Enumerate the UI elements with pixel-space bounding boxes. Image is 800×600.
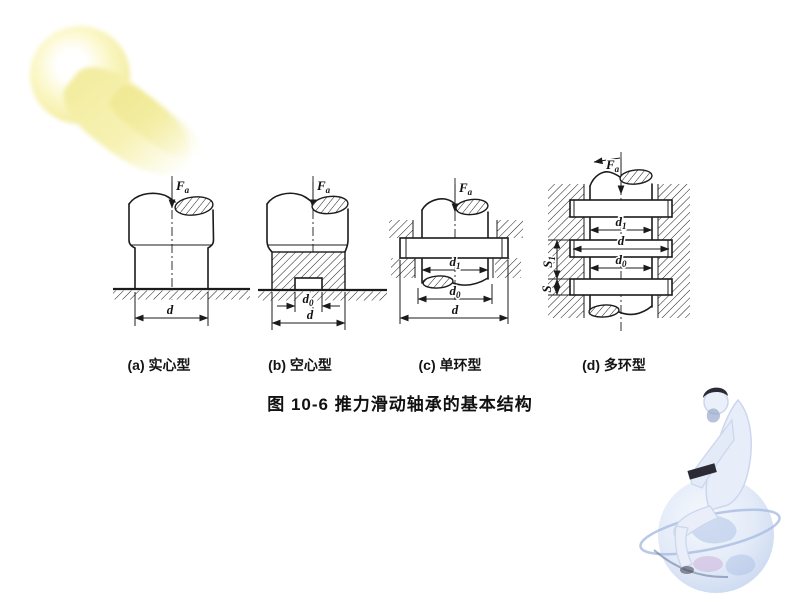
dimension-d: d <box>134 292 209 326</box>
shaft-break-section <box>455 198 489 216</box>
thrust-collar <box>399 237 509 259</box>
shin <box>674 525 693 569</box>
svg-text:Fa: Fa <box>175 178 190 195</box>
dimension-d: d <box>572 232 670 253</box>
svg-text:d0: d0 <box>303 291 315 308</box>
caption-a: (a) 实心型 <box>127 357 191 373</box>
shaft <box>421 198 489 289</box>
hollow-recess <box>294 277 323 291</box>
armband-accent <box>687 463 717 480</box>
hollow-base-section <box>271 251 346 291</box>
shaft-break-section <box>619 169 653 185</box>
caption-c: (c) 单环型 <box>418 357 482 373</box>
svg-text:d: d <box>307 307 314 322</box>
shaft-break-bottom <box>422 275 454 289</box>
dimension-d: d <box>271 292 346 330</box>
shaft-break-section <box>174 196 214 216</box>
caption-d: (d) 多环型 <box>582 357 646 373</box>
dimension-d0: d0 <box>417 282 493 304</box>
svg-text:d1: d1 <box>450 254 461 271</box>
svg-text:d: d <box>452 302 459 317</box>
force-arrow: Fa <box>309 177 332 209</box>
diagram-a-solid-type: Fa d <box>113 176 250 326</box>
caption-b: (b) 空心型 <box>268 357 332 373</box>
dimension-d1: d1 <box>589 213 653 234</box>
svg-text:d0: d0 <box>450 283 462 300</box>
ground <box>113 287 250 300</box>
svg-text:Fa: Fa <box>605 157 620 174</box>
shaft-break-section <box>311 195 349 215</box>
shaft <box>266 192 349 253</box>
figure-caption: 图 10-6 推力滑动轴承的基本结构 <box>267 395 533 414</box>
thinker-statue-decoration <box>639 387 781 593</box>
force-arrow: Fa <box>593 156 625 195</box>
svg-text:d1: d1 <box>616 214 627 231</box>
shaft-break-bottom <box>588 304 620 318</box>
svg-text:Fa: Fa <box>458 180 473 197</box>
foot-accent <box>680 566 694 574</box>
diagram-d-multi-ring-type: Fa <box>540 152 690 332</box>
shaft <box>128 192 215 290</box>
statue-figure <box>673 387 752 574</box>
dimension-d: d <box>399 260 509 324</box>
dimension-d0: d0 <box>277 290 340 312</box>
face-shadow <box>706 408 720 423</box>
dimension-d0: d0 <box>589 251 653 272</box>
diagram-b-hollow-type: Fa d0 d <box>258 176 387 330</box>
svg-text:S: S <box>540 285 554 292</box>
diagram-c-single-ring-type: Fa d1 <box>389 178 523 324</box>
svg-text:d0: d0 <box>616 252 628 269</box>
svg-text:S1: S1 <box>540 256 557 268</box>
thrust-collars <box>569 199 673 296</box>
hair-accent <box>703 387 728 398</box>
housing <box>389 220 523 278</box>
svg-text:d: d <box>618 233 625 248</box>
dimension-d1: d1 <box>421 253 489 274</box>
svg-text:Fa: Fa <box>316 178 331 195</box>
force-arrow: Fa <box>451 179 474 213</box>
dimension-s1: S1 <box>540 239 584 280</box>
force-arrow: Fa <box>168 177 191 209</box>
svg-text:d: d <box>167 302 174 317</box>
shaft <box>588 169 653 318</box>
dimension-s: S <box>540 278 584 296</box>
comet-decoration <box>25 20 215 195</box>
